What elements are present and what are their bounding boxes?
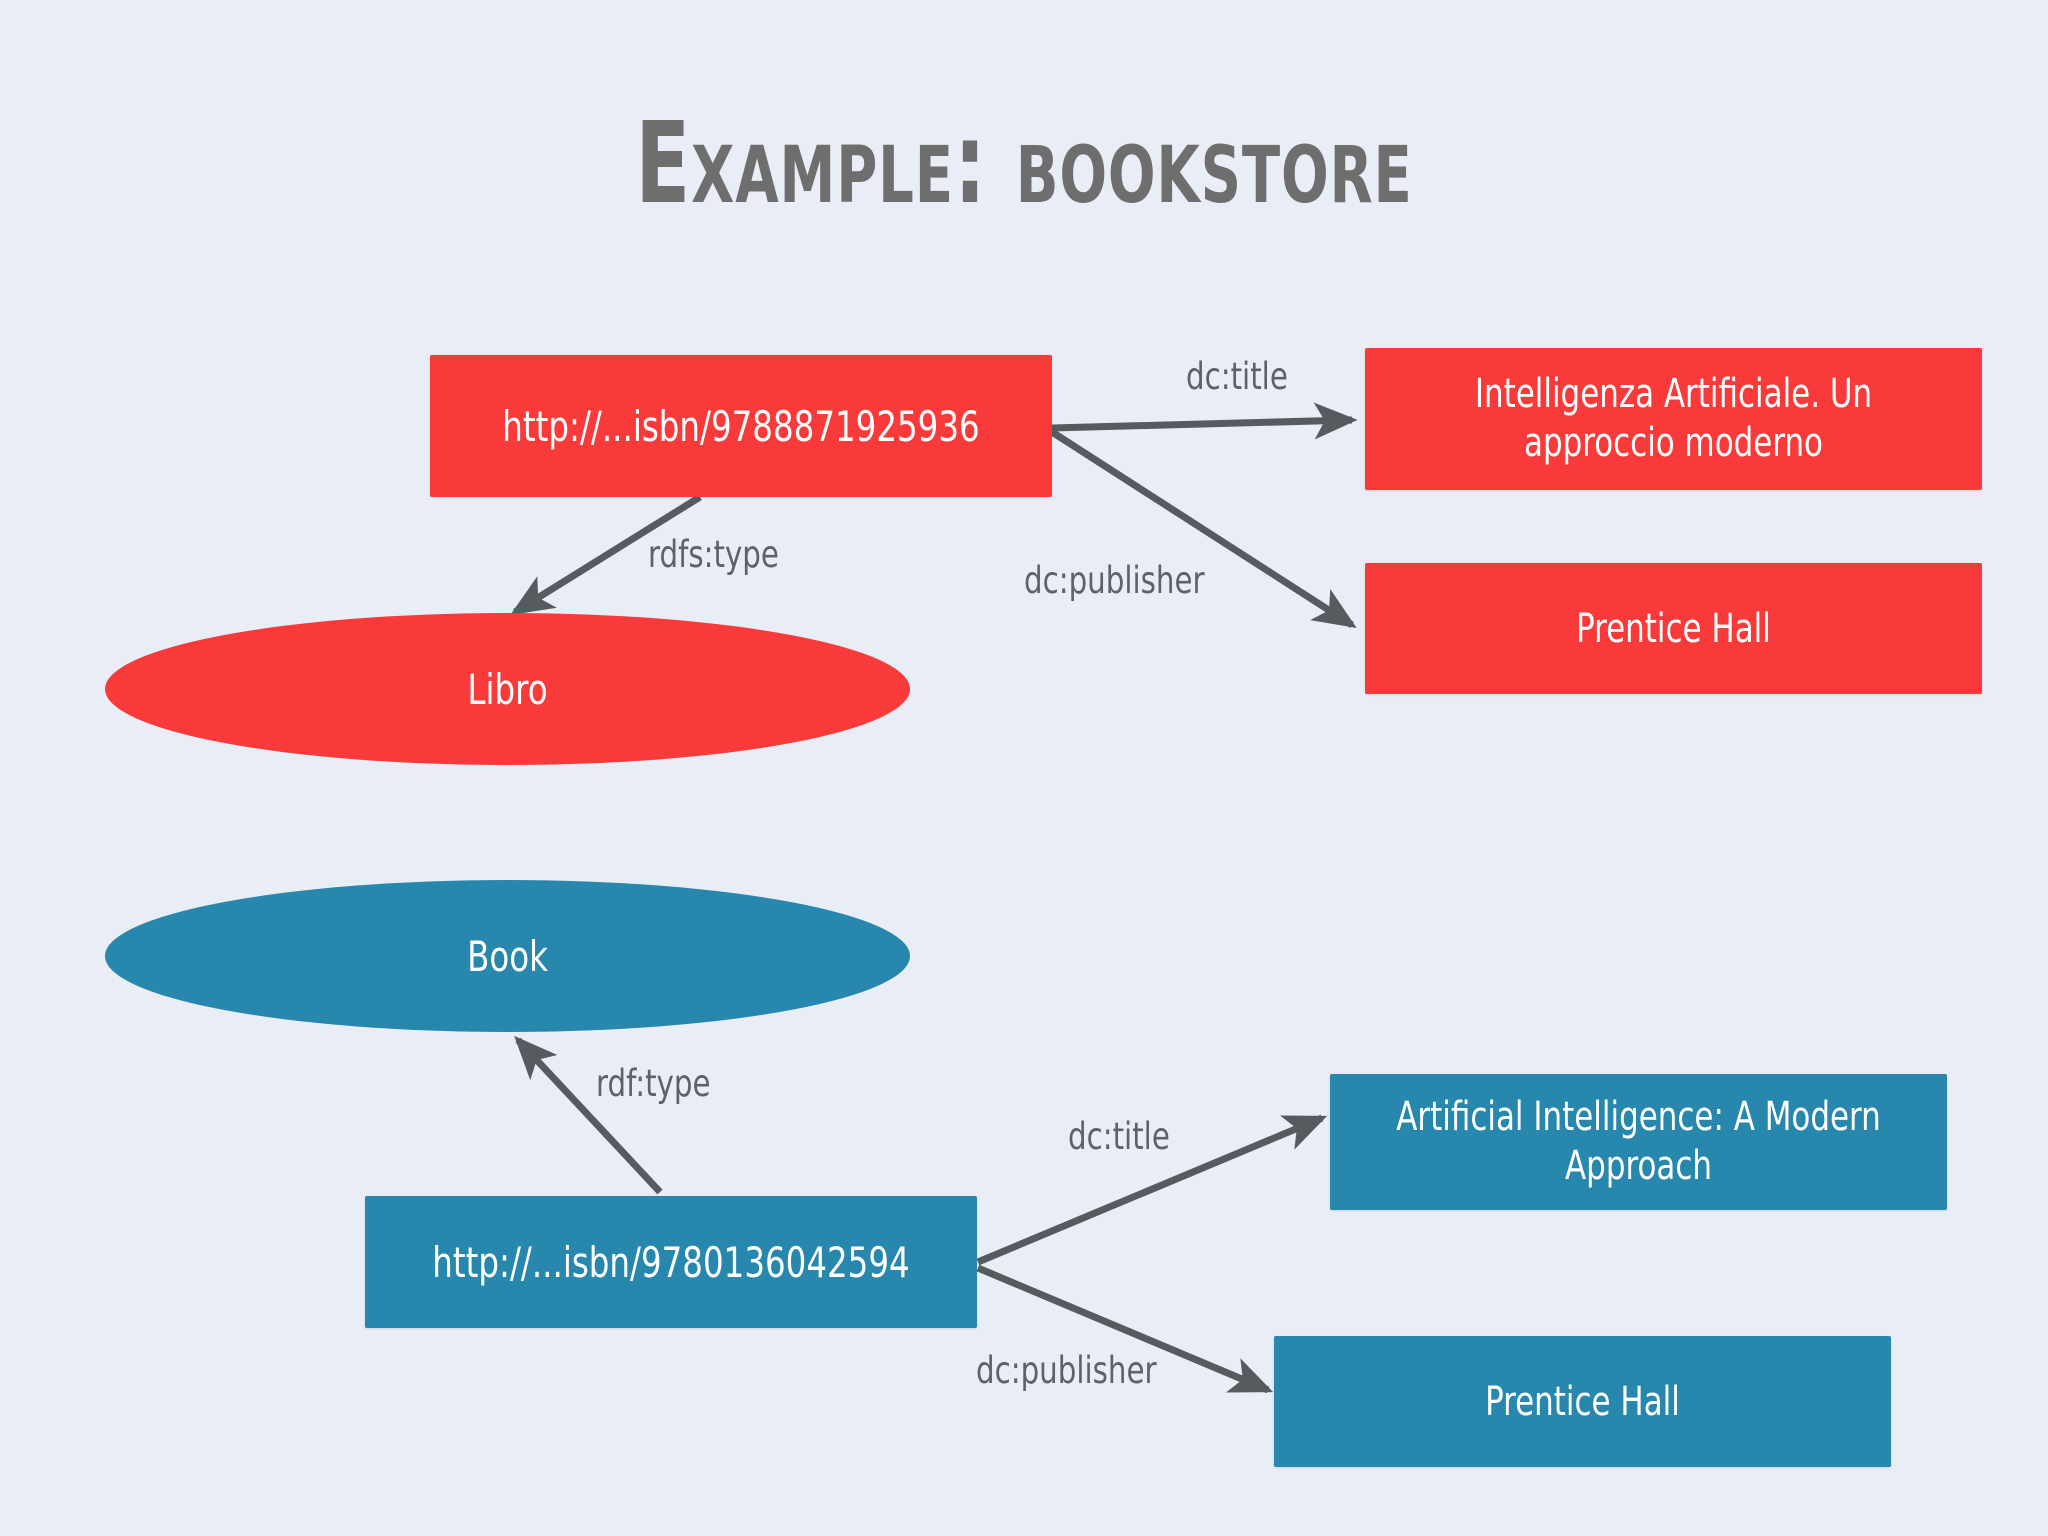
node-it-subject[interactable]: http://...isbn/9788871925936 [430,355,1052,497]
node-label: http://...isbn/9780136042594 [432,1237,910,1287]
node-en-title[interactable]: Artificial Intelligence: A Modern Approa… [1330,1074,1947,1210]
node-en-publisher[interactable]: Prentice Hall [1274,1336,1891,1467]
node-label: http://...isbn/9788871925936 [502,401,980,451]
node-label: Artificial Intelligence: A Modern Approa… [1396,1094,1881,1189]
node-label: Intelligenza Artificiale. Un approccio m… [1474,371,1873,466]
page-title: Example: bookstore [635,99,1413,229]
node-label: Libro [467,664,548,714]
edge-label-en-dc-publisher: dc:publisher [976,1349,1157,1392]
node-label: Book [467,931,548,981]
node-it-title[interactable]: Intelligenza Artificiale. Un approccio m… [1365,348,1982,490]
edge-label-en-dc-title: dc:title [1068,1115,1170,1158]
edge-label-it-rdfs-type: rdfs:type [648,533,779,576]
edge-label-it-dc-title: dc:title [1186,355,1288,398]
node-label: Prentice Hall [1576,605,1771,652]
node-it-publisher[interactable]: Prentice Hall [1365,563,1982,694]
edge-label-en-rdf-type: rdf:type [596,1062,711,1105]
node-it-class[interactable]: Libro [105,613,910,765]
node-en-subject[interactable]: http://...isbn/9780136042594 [365,1196,977,1328]
edge-it-dc-title [1051,402,1358,440]
edge-label-it-dc-publisher: dc:publisher [1024,559,1205,602]
node-en-class[interactable]: Book [105,880,910,1032]
node-label: Prentice Hall [1485,1378,1680,1425]
